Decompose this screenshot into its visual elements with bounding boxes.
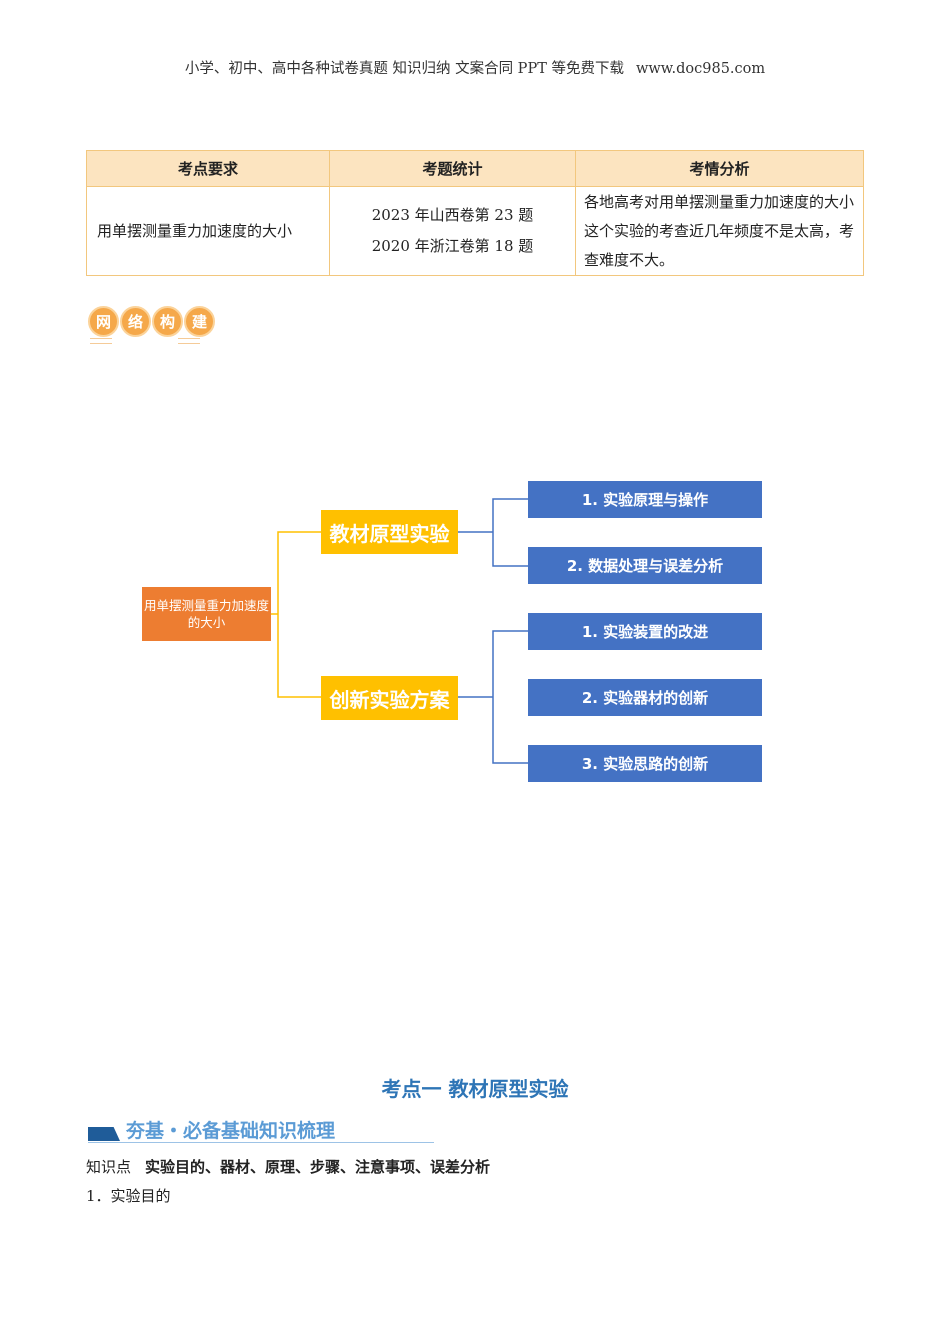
knowledge-point: 知识点实验目的、器材、原理、步骤、注意事项、误差分析 bbox=[86, 1156, 490, 1177]
paragraph: 1．实验目的 bbox=[86, 1187, 171, 1205]
leaf-node: 2. 数据处理与误差分析 bbox=[528, 547, 762, 584]
col-header: 考题统计 bbox=[329, 150, 576, 187]
branch-innovative-experiment: 创新实验方案 bbox=[321, 676, 458, 720]
section-band: 夯基・必备基础知识梳理 bbox=[88, 1116, 434, 1143]
network-badge: 网络构建 bbox=[88, 306, 215, 337]
knowledge-label: 知识点 bbox=[86, 1158, 132, 1176]
badge-char: 网 bbox=[88, 306, 119, 337]
leaf-node: 1. 实验原理与操作 bbox=[528, 481, 762, 518]
exam-point-table: 考点要求 考题统计 考情分析 用单摆测量重力加速度的大小 2023 年山西卷第 … bbox=[86, 150, 864, 276]
header-link[interactable]: www.doc985.com bbox=[635, 61, 766, 77]
page-header: 小学、初中、高中各种试卷真题 知识归纳 文案合同 PPT 等免费下载 www.do… bbox=[0, 57, 950, 78]
leaf-node: 2. 实验器材的创新 bbox=[528, 679, 762, 716]
requirement-cell: 用单摆测量重力加速度的大小 bbox=[86, 186, 330, 276]
leaf-node: 3. 实验思路的创新 bbox=[528, 745, 762, 782]
badge-underline bbox=[178, 338, 200, 344]
stat-line: 2020 年浙江卷第 18 题 bbox=[371, 237, 534, 255]
header-text: 小学、初中、高中各种试卷真题 知识归纳 文案合同 PPT 等免费下载 bbox=[184, 61, 624, 77]
leaf-node: 1. 实验装置的改进 bbox=[528, 613, 762, 650]
badge-char: 构 bbox=[152, 306, 183, 337]
badge-underline bbox=[90, 338, 112, 344]
analysis-cell: 各地高考对用单摆测量重力加速度的大小这个实验的考查近几年频度不是太高，考查难度不… bbox=[575, 186, 864, 276]
stats-cell: 2023 年山西卷第 23 题 2020 年浙江卷第 18 题 bbox=[329, 186, 576, 276]
badge-char: 建 bbox=[184, 306, 215, 337]
mindmap-root: 用单摆测量重力加速度的大小 bbox=[142, 587, 271, 641]
branch-textbook-experiment: 教材原型实验 bbox=[321, 510, 458, 554]
band-title: 夯基・必备基础知识梳理 bbox=[126, 1120, 336, 1142]
knowledge-title: 实验目的、器材、原理、步骤、注意事项、误差分析 bbox=[145, 1158, 491, 1176]
badge-char: 络 bbox=[120, 306, 151, 337]
band-marker bbox=[88, 1127, 120, 1141]
stat-line: 2023 年山西卷第 23 题 bbox=[371, 206, 534, 224]
section-title: 考点一 教材原型实验 bbox=[381, 1077, 569, 1101]
col-header: 考点要求 bbox=[86, 150, 330, 187]
col-header: 考情分析 bbox=[575, 150, 864, 187]
